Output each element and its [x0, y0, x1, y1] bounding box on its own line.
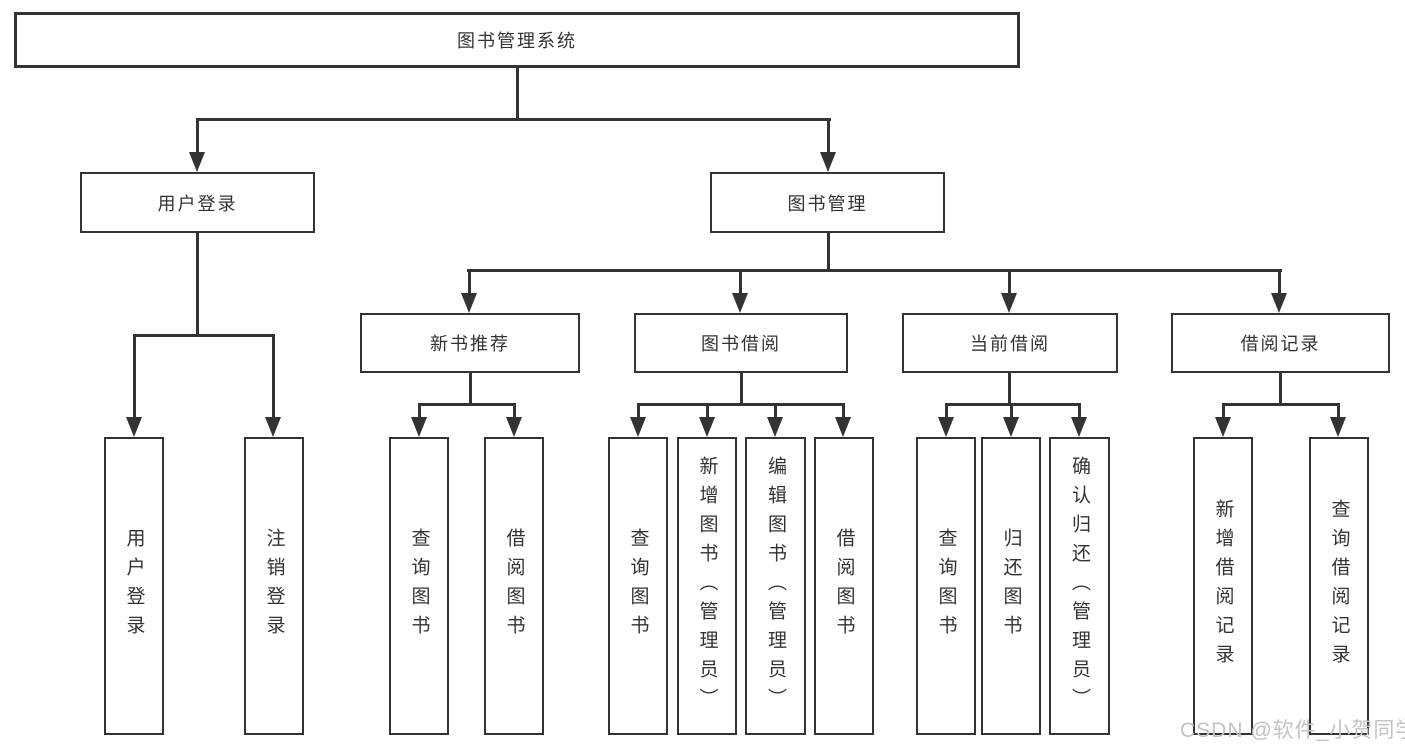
node-current-return-books: 归还图书 — [981, 437, 1041, 735]
node-label: 借阅图书 — [503, 528, 525, 644]
arrowhead-current-return — [1003, 417, 1019, 437]
connector-drop-login — [133, 336, 136, 417]
connector-lending-records-bar — [1222, 403, 1340, 406]
arrowhead-current-lending — [1001, 293, 1017, 313]
connector-lending-records-stem — [1279, 373, 1282, 405]
node-new-book-recommend: 新书推荐 — [360, 313, 580, 373]
connector-drop-current-confirm — [1078, 405, 1081, 417]
connector-drop-newrec-search — [418, 405, 421, 417]
node-current-lending: 当前借阅 — [902, 313, 1118, 373]
node-lending-records: 借阅记录 — [1171, 313, 1390, 373]
connector-drop-lending-borrow — [842, 405, 845, 417]
connector-drop-current-return — [1010, 405, 1013, 417]
node-lending-search-books: 查询图书 — [608, 437, 668, 735]
arrowhead-records-add — [1215, 417, 1231, 437]
connector-book-management-stem — [827, 233, 830, 271]
node-library-management-system: 图书管理系统 — [14, 12, 1020, 68]
node-records-search-record: 查询借阅记录 — [1309, 437, 1369, 735]
node-label: 新增图书（管理员） — [696, 455, 718, 717]
arrowhead-logout — [265, 417, 281, 437]
connector-drop-newrec-borrow — [513, 405, 516, 417]
node-label: 图书管理 — [787, 193, 868, 214]
connector-drop-current-lending — [1008, 271, 1011, 295]
node-label: 确认归还（管理员） — [1069, 455, 1090, 717]
connector-drop-records-search — [1337, 405, 1340, 417]
node-label: 查询借阅记录 — [1328, 499, 1350, 673]
arrowhead-newrec-search — [411, 417, 427, 437]
node-label: 图书管理系统 — [457, 31, 577, 51]
connector-current-lending-bar — [945, 403, 1081, 406]
arrowhead-lending-records — [1271, 293, 1287, 313]
connector-new-book-recommend-stem — [469, 373, 472, 405]
arrowhead-book-lending — [732, 293, 748, 313]
arrowhead-lending-add — [699, 417, 715, 437]
arrowhead-current-confirm — [1071, 417, 1087, 437]
arrowhead-lending-borrow — [835, 417, 851, 437]
connector-drop-logout — [272, 336, 275, 417]
connector-root-bar — [196, 118, 831, 121]
node-records-add-record: 新增借阅记录 — [1193, 437, 1253, 735]
connector-drop-lending-search — [637, 405, 640, 417]
node-label: 用户登录 — [157, 193, 238, 214]
arrowhead-new-book-recommend — [461, 293, 477, 313]
connector-drop-new-book-recommend — [468, 271, 471, 295]
arrowhead-login — [126, 417, 142, 437]
node-label: 注销登录 — [263, 528, 285, 644]
connector-root-stem — [516, 68, 519, 121]
node-label: 查询图书 — [935, 528, 957, 644]
node-newrec-search-books: 查询图书 — [389, 437, 449, 735]
node-logout: 注销登录 — [244, 437, 304, 735]
node-label: 借阅记录 — [1240, 334, 1321, 354]
connector-drop-user-login — [196, 120, 199, 154]
connector-book-lending-stem — [740, 373, 743, 405]
arrowhead-newrec-borrow — [506, 417, 522, 437]
node-lending-borrow-books: 借阅图书 — [814, 437, 874, 735]
node-label: 图书借阅 — [701, 334, 781, 354]
csdn-watermark: CSDN @软件_小贺同学 — [1180, 719, 1405, 742]
arrowhead-lending-edit — [767, 417, 783, 437]
node-current-confirm-return-admin: 确认归还（管理员） — [1049, 437, 1110, 735]
node-label: 借阅图书 — [833, 528, 855, 644]
node-book-management: 图书管理 — [710, 172, 945, 233]
node-label: 新书推荐 — [430, 334, 510, 354]
node-label: 用户登录 — [123, 528, 145, 644]
connector-new-book-recommend-bar — [418, 403, 516, 406]
node-label: 当前借阅 — [970, 334, 1050, 354]
connector-book-lending-bar — [637, 403, 845, 406]
node-label: 编辑图书（管理员） — [765, 455, 786, 717]
arrowhead-user-login — [189, 152, 205, 172]
arrowhead-lending-search — [630, 417, 646, 437]
arrowhead-book-management — [820, 152, 836, 172]
connector-user-login-bar — [133, 334, 275, 337]
node-label: 查询图书 — [408, 528, 430, 644]
node-newrec-borrow-books: 借阅图书 — [484, 437, 544, 735]
connector-drop-book-lending — [739, 271, 742, 295]
node-book-lending: 图书借阅 — [634, 313, 848, 373]
arrowhead-current-search — [938, 417, 954, 437]
connector-drop-lending-records — [1278, 271, 1281, 295]
node-label: 归还图书 — [1000, 528, 1022, 644]
connector-drop-lending-edit — [774, 405, 777, 417]
node-lending-edit-books-admin: 编辑图书（管理员） — [745, 437, 806, 735]
node-label: 新增借阅记录 — [1212, 499, 1234, 673]
connector-drop-book-management — [827, 120, 830, 154]
connector-drop-current-search — [945, 405, 948, 417]
node-label: 查询图书 — [627, 528, 649, 644]
node-login: 用户登录 — [104, 437, 164, 735]
connector-book-management-bar — [467, 269, 1282, 272]
connector-drop-records-add — [1222, 405, 1225, 417]
arrowhead-records-search — [1330, 417, 1346, 437]
node-lending-add-books-admin: 新增图书（管理员） — [677, 437, 737, 735]
connector-drop-lending-add — [706, 405, 709, 417]
connector-user-login-stem — [196, 233, 199, 336]
node-user-login: 用户登录 — [80, 172, 315, 233]
node-current-search-books: 查询图书 — [916, 437, 976, 735]
connector-current-lending-stem — [1008, 373, 1011, 405]
